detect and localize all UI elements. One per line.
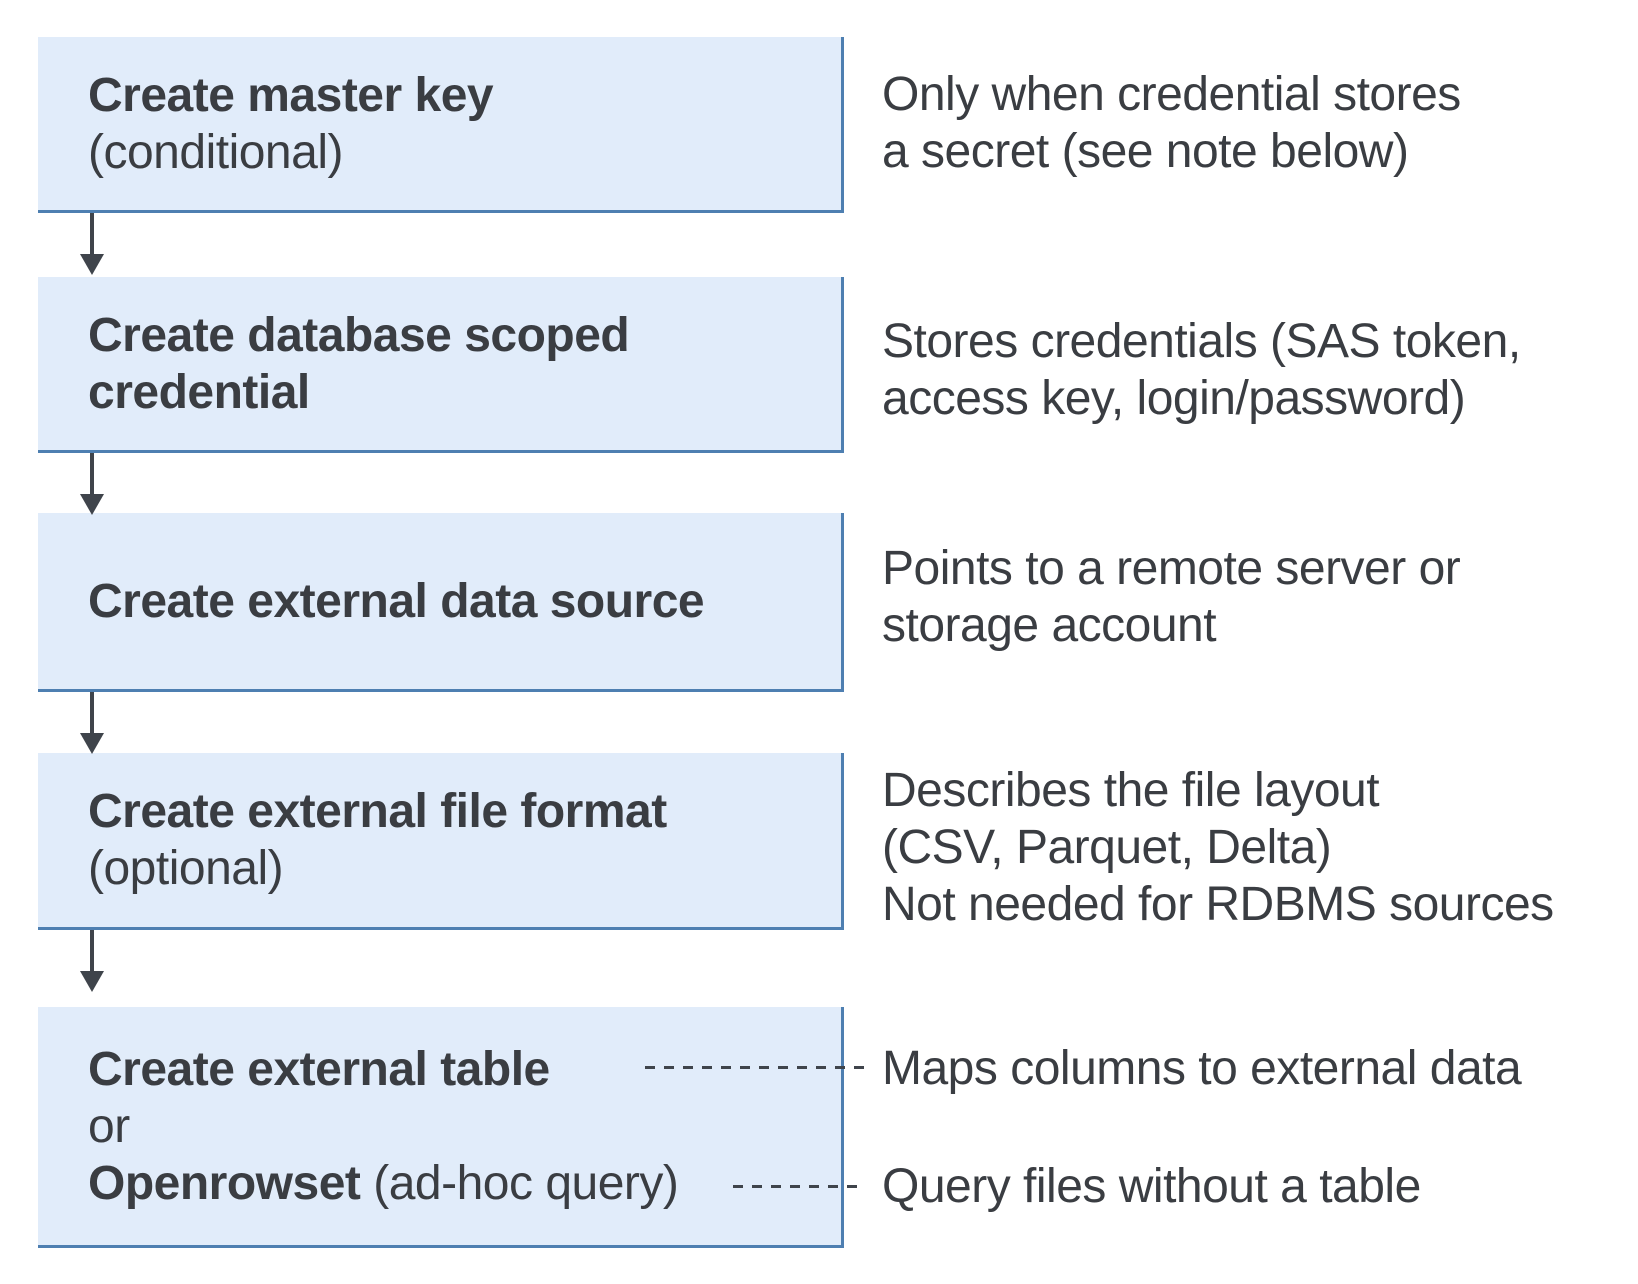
down-arrow-icon [80, 692, 104, 754]
note-external-data-source: Points to a remote server or storage acc… [882, 540, 1461, 654]
step-qualifier: (conditional) [88, 125, 343, 179]
note-line: storage account [882, 599, 1217, 652]
step-box-create-external-file-format: Create external file format (optional) [38, 753, 844, 930]
down-arrow-icon [80, 930, 104, 992]
note-line: Only when credential stores [882, 68, 1461, 121]
note-line: Not needed for RDBMS sources [882, 878, 1554, 931]
step-title: Create external file format [88, 785, 667, 838]
dashed-connector [733, 1185, 864, 1188]
or-label: or [88, 1099, 130, 1153]
connector-label-external-table: Maps columns to external data [882, 1042, 1522, 1095]
step-title: Create external table [88, 1042, 550, 1096]
step-title: Create external data source [88, 574, 705, 628]
dashed-connector [645, 1066, 864, 1069]
connector-label-openrowset: Query files without a table [882, 1160, 1421, 1213]
step-title: credential [88, 365, 310, 419]
step-title: Create database scoped [88, 308, 630, 362]
note-line: Points to a remote server or [882, 542, 1461, 595]
step-box-create-external-data-source: Create external data source [38, 513, 844, 692]
alt-qualifier: (ad-hoc query) [373, 1156, 679, 1210]
note-database-scoped-credential: Stores credentials (SAS token, access ke… [882, 313, 1521, 427]
note-line: Stores credentials (SAS token, [882, 315, 1521, 368]
step-qualifier: (optional) [88, 842, 284, 895]
down-arrow-icon [80, 213, 104, 275]
note-line: (CSV, Parquet, Delta) [882, 821, 1332, 874]
down-arrow-icon [80, 453, 104, 515]
note-line: a secret (see note below) [882, 125, 1409, 178]
step-box-create-master-key: Create master key (conditional) [38, 37, 844, 213]
step-box-create-database-scoped-credential: Create database scoped credential [38, 277, 844, 453]
note-external-file-format: Describes the file layout (CSV, Parquet,… [882, 762, 1554, 933]
note-create-master-key: Only when credential stores a secret (se… [882, 66, 1461, 180]
alt-title-line: Openrowset (ad-hoc query) [88, 1155, 841, 1212]
step-box-create-external-table-or-openrowset: Create external table or Openrowset (ad-… [38, 1007, 844, 1248]
note-line: access key, login/password) [882, 372, 1466, 425]
step-title: Create master key [88, 68, 494, 122]
note-line: Describes the file layout [882, 764, 1380, 817]
alt-title: Openrowset [88, 1156, 361, 1210]
